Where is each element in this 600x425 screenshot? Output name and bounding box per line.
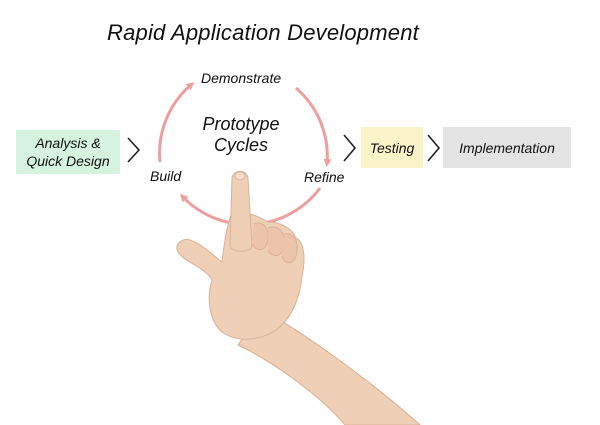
cycle-arrow-build-to-demonstrate [158,82,195,163]
cycle-label-build: Build [150,168,182,184]
cycle-arrow-demonstrate-to-refine [295,86,332,167]
stage-box-analysis: Analysis & Quick Design [16,130,120,174]
knuckle-fold [251,222,269,250]
cycle-label-demonstrate: Demonstrate [201,70,282,86]
index-finger-shape [229,170,253,252]
diagram-title: Rapid Application Development [107,20,419,45]
knuckle-fold [281,233,298,264]
fingernail [234,171,246,181]
chevron-right-icon [343,134,357,162]
prototype-cycles-label: Prototype Cycles [202,114,280,155]
stage-box-implementation: Implementation [443,127,571,168]
stage-box-testing: Testing [361,127,423,168]
chevron-right-icon [127,137,141,163]
knuckle-fold [267,226,285,256]
cycle-label-refine: Refine [304,169,345,185]
chevron-right-icon [427,134,441,162]
